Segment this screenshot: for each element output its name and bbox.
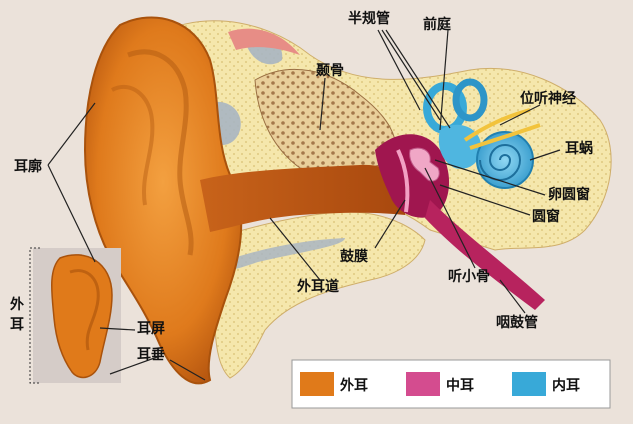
label-outer-ear-side-2: 耳 bbox=[10, 317, 24, 333]
label-temporal-bone: 颞骨 bbox=[316, 63, 344, 79]
label-oval-window: 卵圆窗 bbox=[548, 187, 590, 203]
label-tragus: 耳屏 bbox=[137, 321, 165, 337]
legend-label: 内耳 bbox=[552, 377, 580, 394]
legend-label: 外耳 bbox=[340, 377, 368, 394]
inset-ear-fold bbox=[69, 269, 100, 351]
label-vestibule: 前庭 bbox=[423, 17, 451, 33]
legend bbox=[291, 359, 611, 409]
legend-swatch bbox=[406, 372, 440, 396]
label-eustachian-tube: 咽鼓管 bbox=[496, 315, 538, 331]
nerve-shape bbox=[463, 108, 541, 150]
cochlea-shape bbox=[476, 131, 534, 189]
label-auricle: 耳廓 bbox=[14, 159, 42, 175]
ear-canal-shape bbox=[200, 164, 405, 232]
label-ossicles: 听小骨 bbox=[448, 269, 490, 285]
label-ear-canal: 外耳道 bbox=[297, 279, 339, 295]
leader-lines bbox=[47, 29, 561, 381]
skin-layer bbox=[228, 28, 300, 55]
auricle-shape bbox=[83, 16, 243, 385]
label-vestibulocochlear-nerve: 位听神经 bbox=[520, 91, 576, 107]
auricle-fold bbox=[111, 84, 155, 206]
label-earlobe: 耳垂 bbox=[137, 347, 165, 363]
outer-ear-bracket bbox=[29, 247, 40, 384]
legend-swatch bbox=[300, 372, 334, 396]
label-round-window: 圆窗 bbox=[532, 209, 560, 225]
cochlea-spiral bbox=[479, 144, 522, 181]
eardrum-shape bbox=[396, 149, 410, 213]
label-outer-ear-side-1: 外 bbox=[10, 297, 24, 313]
grey-band bbox=[222, 238, 345, 271]
ossicles-shape bbox=[409, 147, 440, 182]
middle-ear-cavity bbox=[375, 134, 450, 218]
label-semicircular-canals: 半规管 bbox=[348, 11, 390, 27]
label-cochlea: 耳蜗 bbox=[565, 141, 593, 157]
label-eardrum: 鼓膜 bbox=[340, 249, 368, 265]
auricle-fold bbox=[127, 49, 194, 256]
legend-swatch bbox=[512, 372, 546, 396]
semicircular-canal-shape bbox=[452, 78, 488, 122]
legend-frame bbox=[291, 359, 611, 409]
legend-label: 中耳 bbox=[446, 377, 474, 394]
